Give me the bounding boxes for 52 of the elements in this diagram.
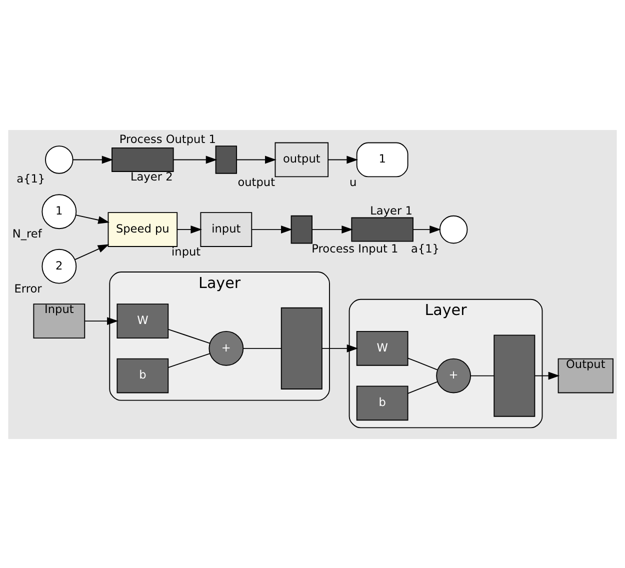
node-circle: 1 <box>42 194 77 229</box>
node-box <box>494 334 536 416</box>
node-label: Process Output 1 <box>119 131 216 146</box>
arrow <box>328 155 358 164</box>
arrow <box>176 225 202 234</box>
arrow <box>75 214 110 224</box>
arrow <box>534 371 560 380</box>
connector <box>242 347 282 348</box>
node-box: 1 <box>356 142 408 177</box>
connector <box>168 328 210 344</box>
arrow <box>74 244 110 260</box>
node-box: b <box>356 385 408 420</box>
arrow <box>322 344 358 352</box>
node-circle <box>45 145 74 174</box>
connector <box>407 380 438 394</box>
node-box: Input <box>33 303 86 338</box>
node-circle: + <box>208 330 244 366</box>
node-label: a{1} <box>410 240 440 255</box>
node-label: output <box>238 174 276 188</box>
arrow <box>236 155 276 164</box>
arrow <box>412 225 441 234</box>
arrow <box>252 225 292 234</box>
node-box: input <box>200 212 252 246</box>
node-label: input <box>172 244 201 258</box>
node-label: Layer 2 <box>130 169 173 184</box>
node-label: N_ref <box>12 226 42 240</box>
node-box: Output <box>558 358 614 393</box>
node-box: W <box>116 303 169 338</box>
connector <box>168 352 210 368</box>
node-label: Process Input 1 <box>312 240 398 255</box>
node-circle: + <box>436 358 472 393</box>
node-box <box>290 214 312 244</box>
node-label: Error <box>14 280 42 295</box>
node-label: Layer 1 <box>370 203 412 218</box>
arrow <box>173 155 218 164</box>
node-box <box>351 216 414 242</box>
arrow <box>72 155 114 164</box>
node-label: u <box>349 174 357 188</box>
node-box: output <box>274 142 329 177</box>
arrow <box>84 316 118 325</box>
node-circle: 2 <box>42 248 77 284</box>
node-box <box>112 146 174 172</box>
node-label: a{1} <box>16 170 46 185</box>
node-box: Speed pu <box>108 212 178 246</box>
arrow <box>312 225 354 234</box>
node-box <box>280 306 322 389</box>
node-box: W <box>356 330 408 366</box>
connector <box>470 374 494 376</box>
node-box <box>215 145 238 174</box>
node-box: b <box>116 358 169 393</box>
connector <box>407 357 438 370</box>
node-circle <box>439 214 468 244</box>
